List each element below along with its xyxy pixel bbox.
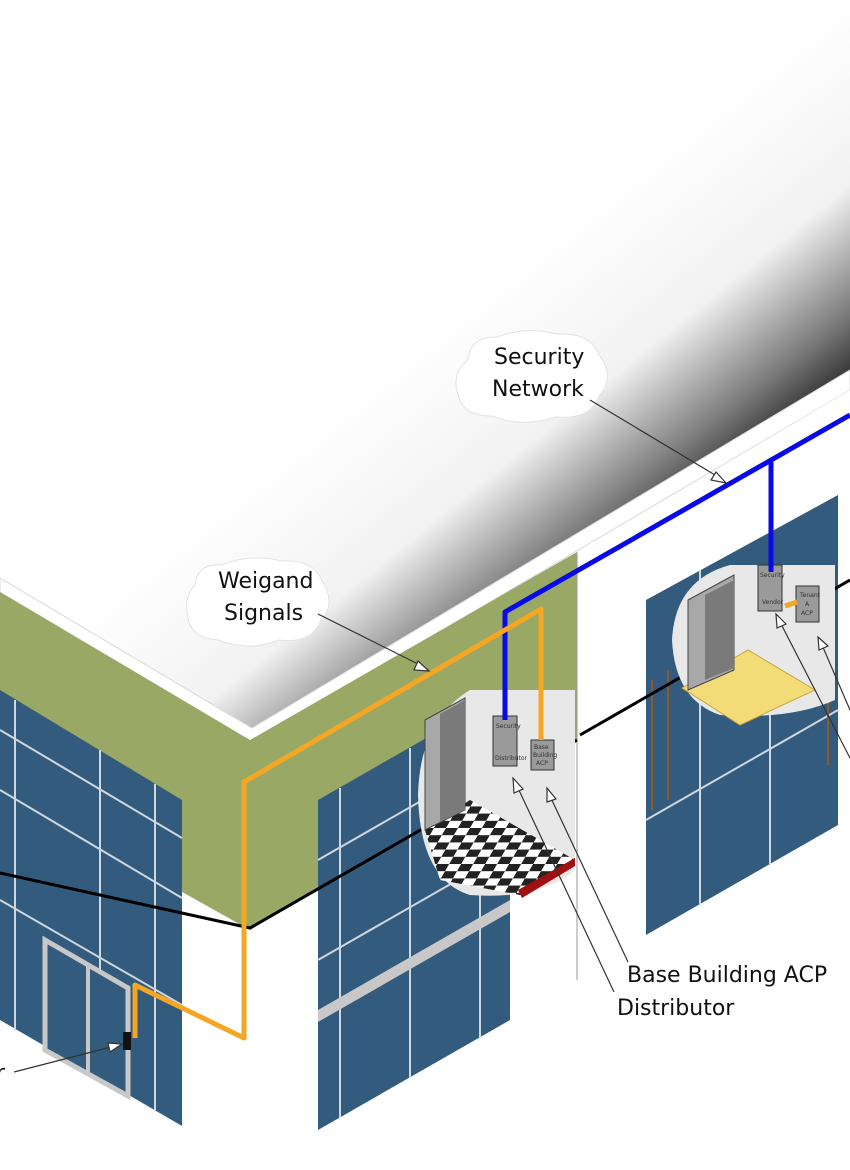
room-2-panel-security-line1: Security [760,572,785,579]
weigand-signals-callout-bubble [186,557,330,647]
reader-label-partial: r [0,1061,6,1086]
roof-edge [0,369,850,743]
room-1-panel-acp-line1: Base [534,744,549,751]
card-reader [123,1032,131,1050]
roof [0,0,850,728]
room-1-panel-acp-line2: Building [533,752,558,759]
middle-facade-sill [318,900,510,1022]
security-network-cable [502,412,850,720]
left-facade-band [0,592,250,930]
room-2-panel-acp-line2: A [805,601,810,608]
room-2-panel-security [757,564,783,612]
room-1-cutaway: Security Distributor Base Building ACP [418,690,575,898]
room-1-floor-pipe [518,858,575,898]
room-2-panel-acp-line3: ACP [801,610,813,617]
weigand-signal-cable [132,599,798,1041]
security-network-callout-bubble [455,330,608,423]
weigand-signals-label-line1: Weigand [218,569,313,594]
room-2-panel-security-line2: Vendor [762,599,784,606]
security-network-label-line2: Network [492,377,584,402]
room-1-panel-security-line1: Security [496,723,521,730]
room-1-panel-acp-line3: ACP [536,760,548,767]
room-1-floor [425,800,575,895]
left-facade-mullions [0,700,183,1110]
weigand-signals-label-line2: Signals [224,601,303,626]
room-2-panel-acp-line1: Tenant [799,592,821,599]
distributor-label: Distributor [617,996,735,1021]
room-1-panel-security-line2: Distributor [495,755,528,762]
security-network-label-line1: Security [494,345,584,370]
room-2-cutaway: Security Vendor Tenant A ACP [672,564,835,726]
base-building-acp-label: Base Building ACP [627,963,827,988]
leader-arrows [13,399,850,1073]
